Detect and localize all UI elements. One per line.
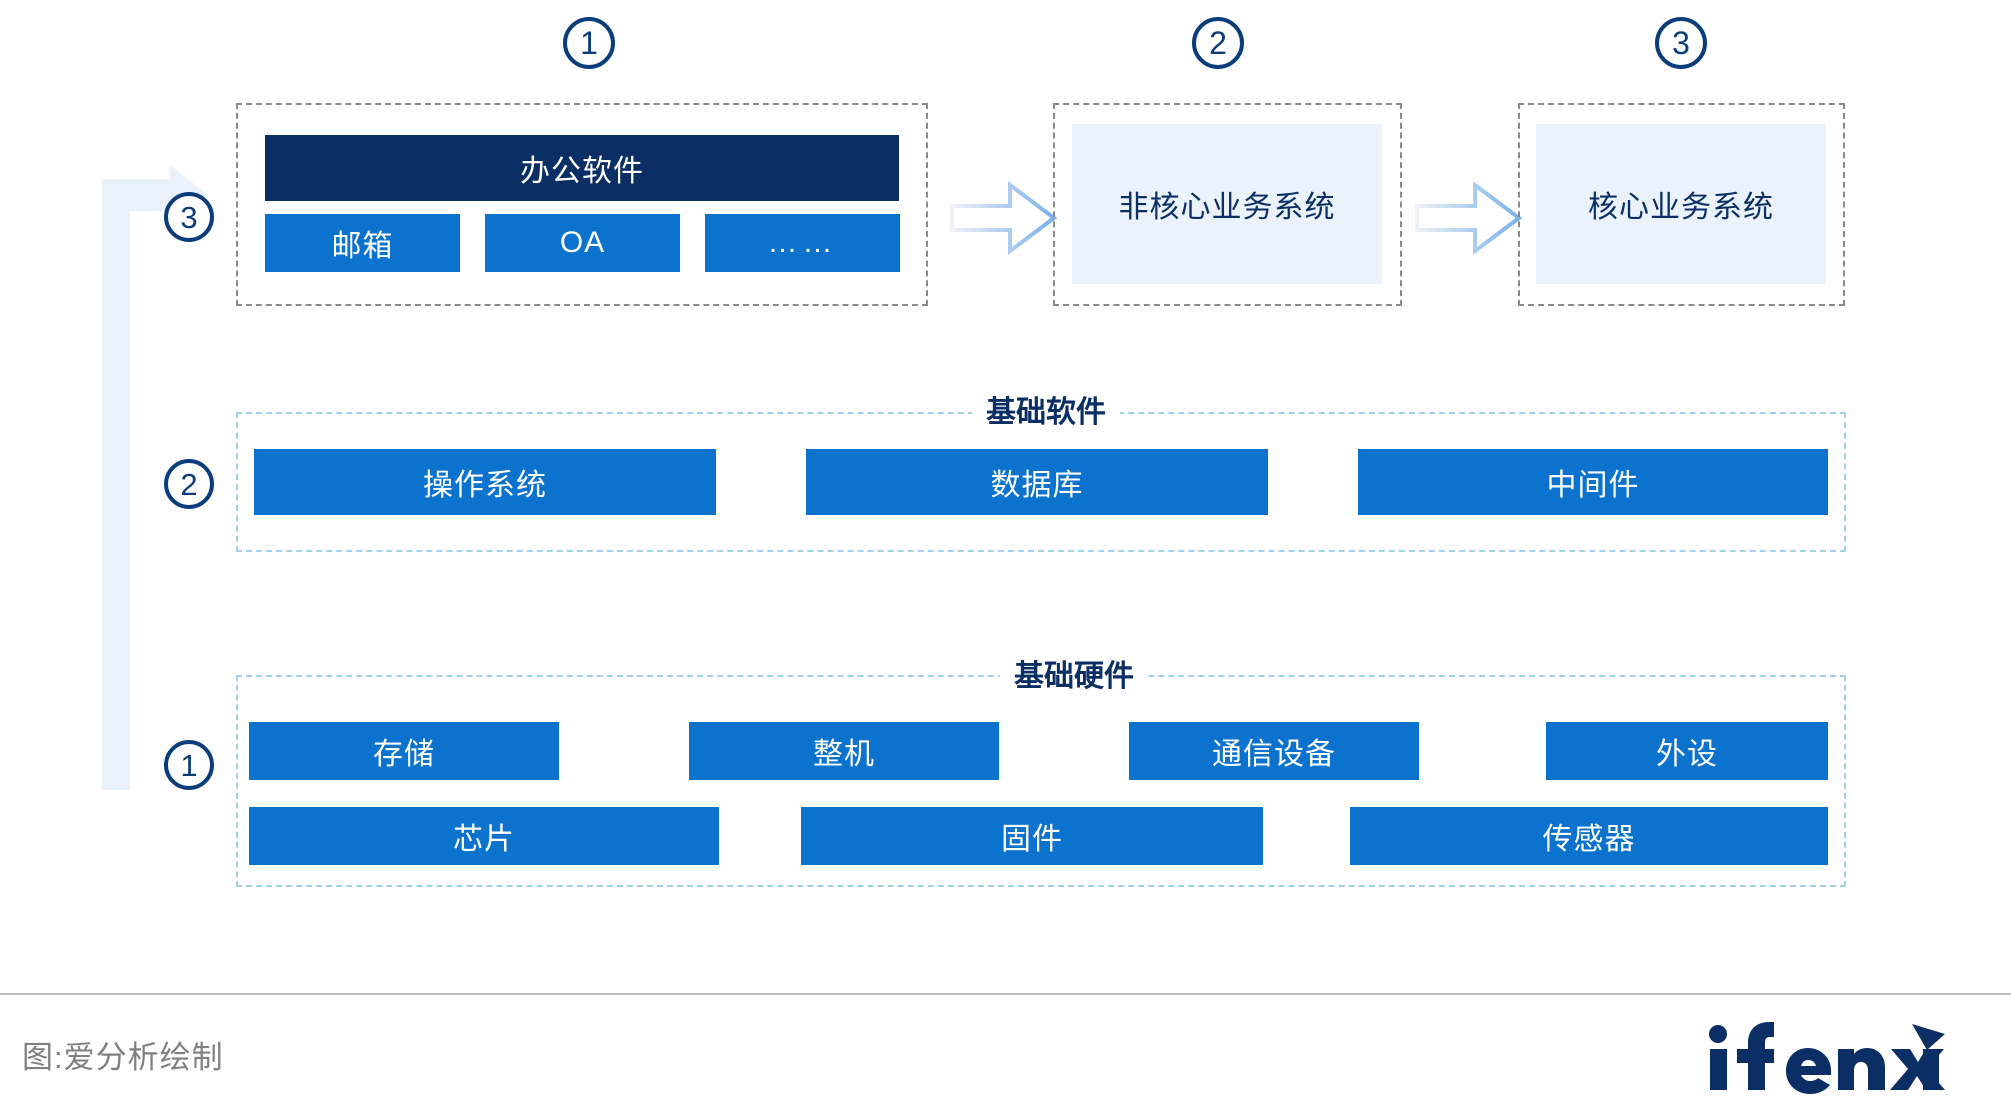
ifenxi-logo: [1705, 1020, 1945, 1094]
stage-three-frame: [1518, 103, 1845, 306]
basic-hardware-item-chip[interactable]: 芯片: [249, 807, 719, 865]
step-marker-left-1: 1: [164, 740, 214, 790]
figure-credit: 图:爱分析绘制: [22, 1040, 224, 1075]
stage-one-item-email[interactable]: 邮箱: [265, 214, 460, 272]
basic-hardware-item-firmware[interactable]: 固件: [801, 807, 1263, 865]
vertical-loop-arrow: [96, 165, 296, 790]
stage-two-frame: [1053, 103, 1402, 306]
basic-hardware-item-peripherals[interactable]: 外设: [1546, 722, 1828, 780]
basic-hardware-item-storage[interactable]: 存储: [249, 722, 559, 780]
basic-hardware-item-whole-machine[interactable]: 整机: [689, 722, 999, 780]
basic-software-item-database[interactable]: 数据库: [806, 449, 1268, 515]
stage-one-item-more[interactable]: ……: [705, 214, 900, 272]
step-marker-left-2: 2: [164, 459, 214, 509]
stage-two-block[interactable]: 非核心业务系统: [1072, 124, 1382, 284]
flow-arrow-one-to-two: [948, 180, 1058, 256]
stage-three-block[interactable]: 核心业务系统: [1536, 124, 1826, 284]
basic-software-title: 基础软件: [972, 398, 1120, 428]
basic-hardware-title: 基础硬件: [1000, 662, 1148, 692]
stage-one-frame: [236, 103, 928, 306]
step-marker-top-3: 3: [1655, 17, 1707, 69]
basic-software-item-os[interactable]: 操作系统: [254, 449, 716, 515]
step-marker-top-1: 1: [563, 17, 615, 69]
basic-hardware-item-communication-device[interactable]: 通信设备: [1129, 722, 1419, 780]
basic-hardware-item-sensor[interactable]: 传感器: [1350, 807, 1828, 865]
stage-one-item-oa[interactable]: OA: [485, 214, 680, 272]
flow-arrow-two-to-three: [1413, 180, 1523, 256]
office-software-header[interactable]: 办公软件: [265, 135, 899, 201]
step-marker-left-3: 3: [164, 192, 214, 242]
footer-divider: [0, 993, 2011, 995]
step-marker-top-2: 2: [1192, 17, 1244, 69]
basic-software-item-middleware[interactable]: 中间件: [1358, 449, 1828, 515]
